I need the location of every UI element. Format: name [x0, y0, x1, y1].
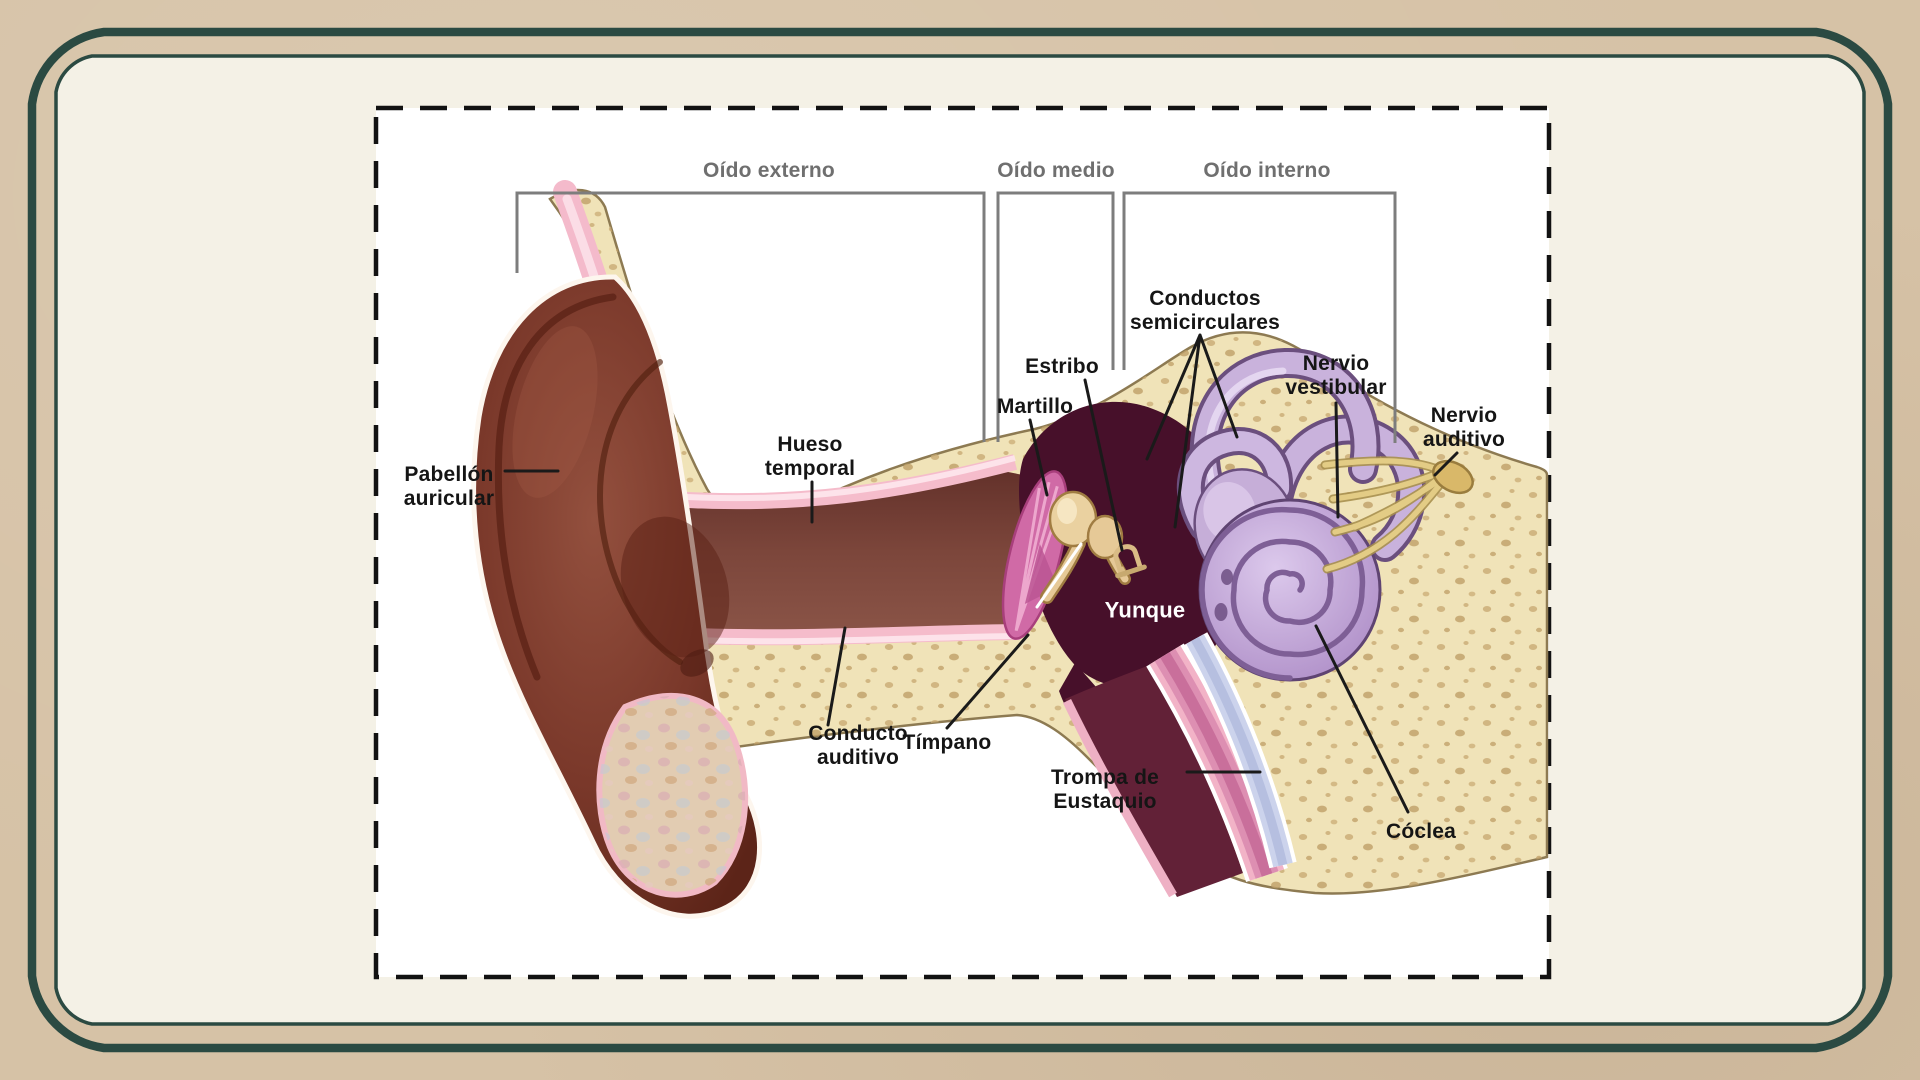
frame-inner-line: [54, 54, 1866, 1026]
label-conducto-auditivo: Conducto auditivo: [808, 722, 908, 769]
label-timpano: Tímpano: [902, 731, 992, 755]
label-hueso-temporal: Hueso temporal: [764, 433, 856, 480]
leader-timpano: [945, 633, 1030, 730]
frame-outer-line: [27, 27, 1893, 1053]
leader-nervio-vestibular: [1334, 401, 1340, 519]
label-estribo: Estribo: [1025, 355, 1099, 379]
label-yunque: Yunque: [1104, 597, 1186, 623]
label-trompa-de-eustaquio: Trompa de Eustaquio: [1051, 766, 1159, 813]
region-label-oido-interno: Oído interno: [1203, 159, 1331, 183]
bracket-oido-medio: [996, 191, 1115, 442]
label-conductos-semicirculares: Conductos semicirculares: [1130, 287, 1280, 334]
stapes: [1113, 544, 1147, 579]
leader-martillo: [1028, 418, 1049, 497]
ear-canal: [669, 454, 1038, 646]
ear-anatomy-figure: [471, 180, 1549, 919]
eustachian-tube: [1062, 632, 1297, 898]
nerve-fibers: [1320, 456, 1474, 574]
leader-yunque: [1035, 542, 1083, 609]
auditory-nerve-bundle: [1432, 459, 1474, 495]
label-martillo: Martillo: [996, 395, 1074, 419]
region-brackets: [515, 191, 1397, 443]
cochlea: [1198, 498, 1382, 682]
leader-coclea: [1314, 624, 1410, 814]
leader-estribo: [1083, 378, 1124, 552]
leader-nervio-auditivo: [1433, 451, 1459, 477]
label-nervio-vestibular: Nervio vestibular: [1285, 352, 1387, 399]
label-pabellon-auricular: Pabellón auricular: [403, 463, 495, 510]
labyrinth: [1176, 348, 1427, 682]
region-label-oido-externo: Oído externo: [703, 159, 835, 183]
outer-ear-pinna: [471, 274, 763, 919]
bracket-oido-interno: [1122, 191, 1397, 443]
leader-conductos: [1145, 333, 1239, 529]
leader-conducto: [826, 626, 847, 727]
leader-lines: [503, 333, 1459, 814]
label-coclea: Cóclea: [1385, 820, 1457, 844]
semicircular-canals: [1176, 348, 1427, 562]
label-nervio-auditivo: Nervio auditivo: [1422, 404, 1506, 451]
region-label-oido-medio: Oído medio: [997, 159, 1115, 183]
bracket-oido-externo: [515, 191, 986, 442]
